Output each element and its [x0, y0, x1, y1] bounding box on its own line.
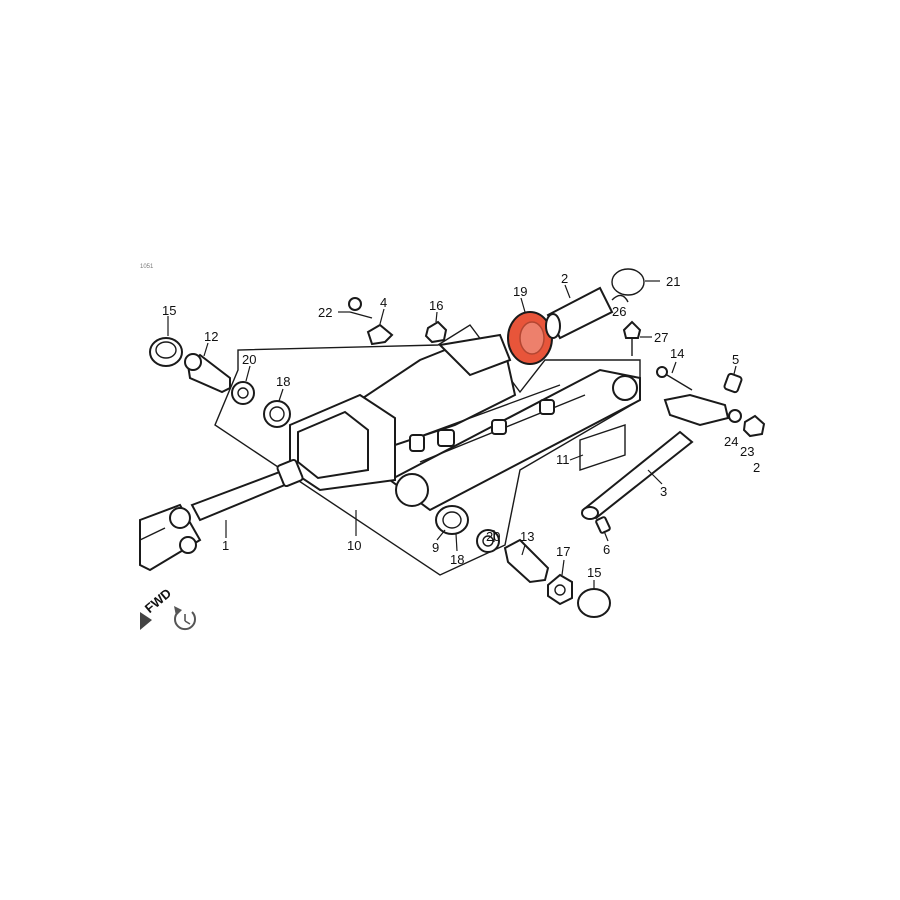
callout-27: 27 — [654, 330, 668, 345]
callout-15: 15 — [162, 303, 176, 318]
bracket-4 — [366, 323, 394, 346]
callout-24: 24 — [724, 434, 738, 449]
callout-12: 12 — [204, 329, 218, 344]
fwd-marker: FWD — [140, 585, 174, 630]
rotate-icon — [174, 606, 196, 631]
callout-3: 3 — [660, 484, 667, 499]
cap-15-left — [149, 337, 183, 367]
callout-2-edge: 2 — [753, 460, 760, 475]
callout-19: 19 — [513, 284, 527, 299]
rod-3 — [581, 393, 730, 520]
bolt-22 — [348, 297, 373, 319]
nut-16 — [424, 320, 448, 344]
nut-23 — [742, 414, 766, 438]
corner-code: 1051 — [140, 264, 154, 270]
tube-2 — [545, 286, 614, 340]
bushing-9 — [435, 505, 469, 535]
callout-15-lower: 15 — [587, 565, 601, 580]
callout-17: 17 — [556, 544, 570, 559]
callout-21: 21 — [666, 274, 680, 289]
callout-10: 10 — [347, 538, 361, 553]
callout-6: 6 — [603, 542, 610, 557]
callouts: 15 12 20 18 22 4 16 19 2 21 26 27 14 5 2… — [162, 271, 760, 580]
callout-23: 23 — [740, 444, 754, 459]
drive-shaft — [139, 458, 304, 572]
part-6 — [595, 516, 611, 534]
callout-1: 1 — [222, 538, 229, 553]
bolt-27 — [622, 320, 642, 356]
pivot-bolt-13 — [503, 538, 550, 584]
callout-22: 22 — [318, 305, 332, 320]
callout-5: 5 — [732, 352, 739, 367]
collar-5 — [723, 372, 743, 394]
callout-2: 2 — [561, 271, 568, 286]
leader-lines — [167, 280, 737, 589]
nut-17 — [547, 573, 573, 606]
washer-24 — [728, 409, 742, 423]
callout-4: 4 — [380, 295, 387, 310]
washer-20-left — [231, 381, 255, 405]
callout-9: 9 — [432, 540, 439, 555]
cap-15-lower — [577, 588, 611, 618]
seal-19-highlight — [507, 311, 553, 365]
callout-18-lower: 18 — [450, 552, 464, 567]
pivot-bolt-12 — [184, 353, 231, 394]
swingarm — [289, 333, 641, 512]
callout-20: 20 — [242, 352, 256, 367]
bolt-14 — [656, 366, 693, 391]
fwd-label: FWD — [142, 585, 174, 616]
bearing-18-left — [263, 400, 291, 428]
callout-11: 11 — [556, 452, 570, 467]
o-ring-21 — [611, 268, 645, 296]
callout-18: 18 — [276, 374, 290, 389]
callout-13: 13 — [520, 529, 534, 544]
label-plate-11 — [579, 424, 626, 471]
callout-14: 14 — [670, 346, 684, 361]
callout-16: 16 — [429, 298, 443, 313]
callout-26: 26 — [612, 304, 626, 319]
callout-20-lower: 20 — [486, 529, 500, 544]
clip-26 — [611, 294, 629, 303]
